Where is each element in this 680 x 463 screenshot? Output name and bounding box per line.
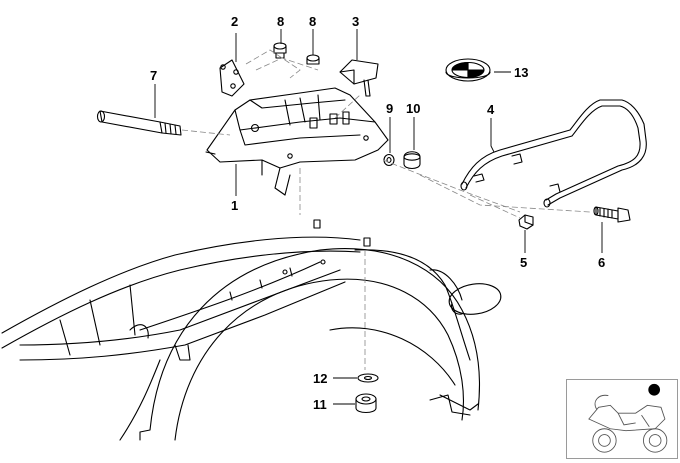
callout-3: 3 bbox=[352, 14, 359, 29]
callout-7: 7 bbox=[150, 68, 157, 83]
part-10-buffer[interactable] bbox=[403, 151, 421, 170]
part-6-bolt[interactable] bbox=[593, 206, 631, 223]
location-marker-icon bbox=[648, 383, 661, 396]
callout-6: 6 bbox=[598, 255, 605, 270]
part-7-pin[interactable] bbox=[96, 110, 182, 136]
callout-10: 10 bbox=[406, 101, 420, 116]
part-2-mounting-plate[interactable] bbox=[219, 59, 245, 97]
part-13-emblem[interactable] bbox=[445, 58, 491, 82]
callout-5: 5 bbox=[520, 255, 527, 270]
callout-13: 13 bbox=[514, 65, 528, 80]
callout-8-left: 8 bbox=[277, 14, 284, 29]
callout-2: 2 bbox=[231, 14, 238, 29]
callout-8-right: 8 bbox=[309, 14, 316, 29]
part-5-nut[interactable] bbox=[518, 214, 534, 230]
callout-4: 4 bbox=[487, 102, 495, 117]
locator-thumbnail bbox=[566, 379, 678, 459]
callout-11: 11 bbox=[313, 397, 327, 412]
callout-12: 12 bbox=[313, 371, 327, 386]
rear-fender bbox=[119, 248, 480, 441]
assembly-guide-lines bbox=[181, 49, 591, 370]
rear-frame bbox=[1, 236, 361, 361]
part-8-bushing-right[interactable] bbox=[306, 54, 320, 65]
part-1-carrier-bracket[interactable] bbox=[205, 87, 389, 196]
frame-mount-points bbox=[282, 219, 371, 275]
callout-1: 1 bbox=[231, 198, 238, 213]
part-12-washer[interactable] bbox=[357, 373, 379, 383]
callout-numbers: 2 8 8 3 7 13 9 10 4 1 5 6 12 11 bbox=[150, 14, 605, 412]
part-8-bushing-left[interactable] bbox=[273, 42, 287, 59]
motorcycle-locator-icon bbox=[588, 383, 668, 453]
tail-light bbox=[448, 283, 502, 315]
part-4-grab-rail[interactable] bbox=[460, 99, 647, 208]
leader-lines bbox=[154, 29, 603, 405]
callout-9: 9 bbox=[386, 101, 393, 116]
part-11-rubber-mount[interactable] bbox=[355, 393, 377, 414]
part-3-cap[interactable] bbox=[339, 59, 379, 97]
